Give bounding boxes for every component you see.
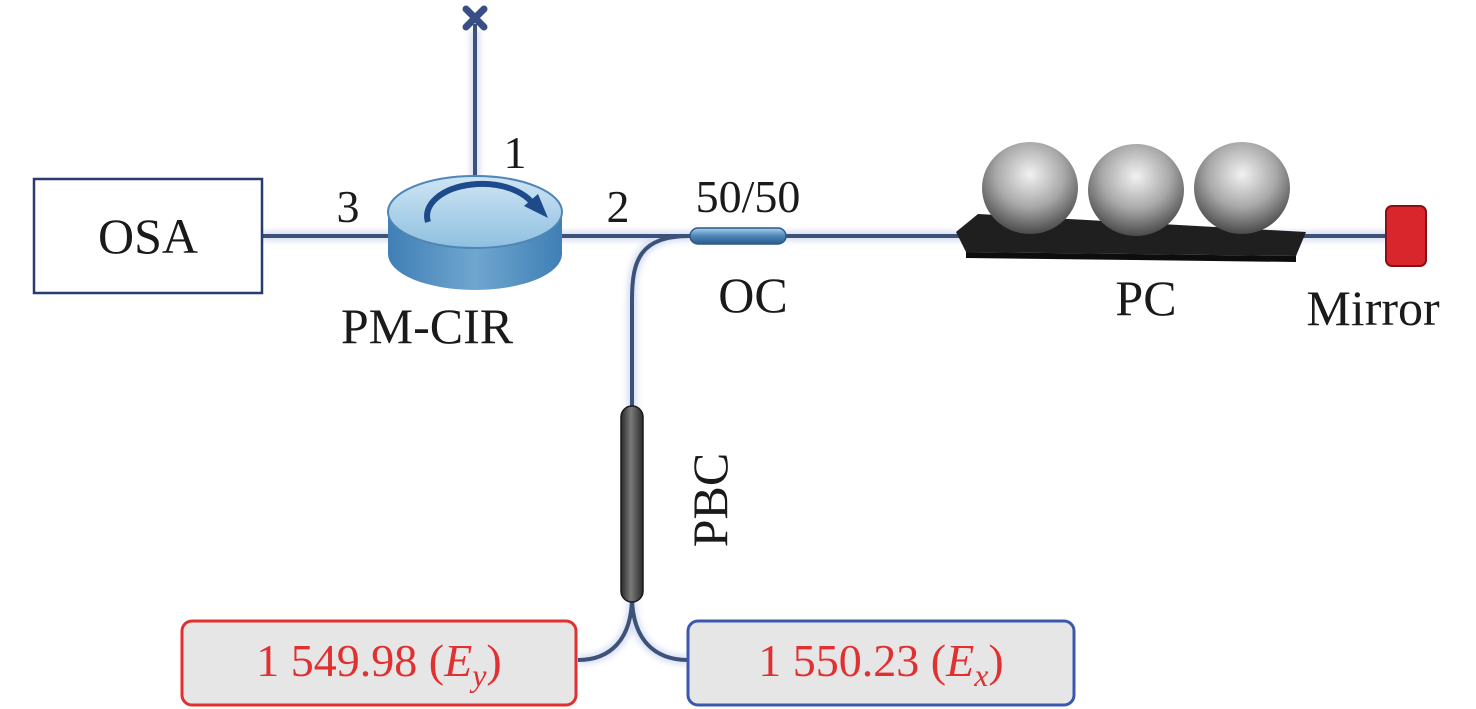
osa-label: OSA <box>98 208 198 264</box>
wavelength-y-text: 1 549.98 (Ey) <box>256 635 501 693</box>
mirror-icon <box>1385 205 1427 267</box>
fiber-pbc-split-x <box>630 595 689 662</box>
fiber-lines <box>262 24 1390 662</box>
osa-box <box>32 177 264 295</box>
wavelength-box-x: 1 550.23 (Ex) <box>686 619 1076 707</box>
wavelength-box-y: 1 549.98 (Ey) <box>180 619 578 707</box>
coupler-icon <box>689 227 787 245</box>
x-terminator-icon <box>462 5 488 31</box>
controller-label: PC <box>1115 270 1176 326</box>
port1-label: 1 <box>504 127 527 178</box>
port3-label: 3 <box>337 181 360 232</box>
coupler-label: OC <box>718 267 787 323</box>
polarization-controller-icon <box>956 142 1306 262</box>
circulator-label: PM-CIR <box>341 298 514 354</box>
fiber-oc-pbc <box>630 234 691 412</box>
mirror-label: Mirror <box>1306 280 1440 336</box>
port2-label: 2 <box>607 181 630 232</box>
beam-combiner-icon <box>620 405 644 603</box>
circulator-icon <box>387 175 563 290</box>
combiner-label: PBC <box>682 453 738 548</box>
split-ratio-label: 50/50 <box>696 171 801 222</box>
wavelength-x-text: 1 550.23 (Ex) <box>758 635 1003 693</box>
